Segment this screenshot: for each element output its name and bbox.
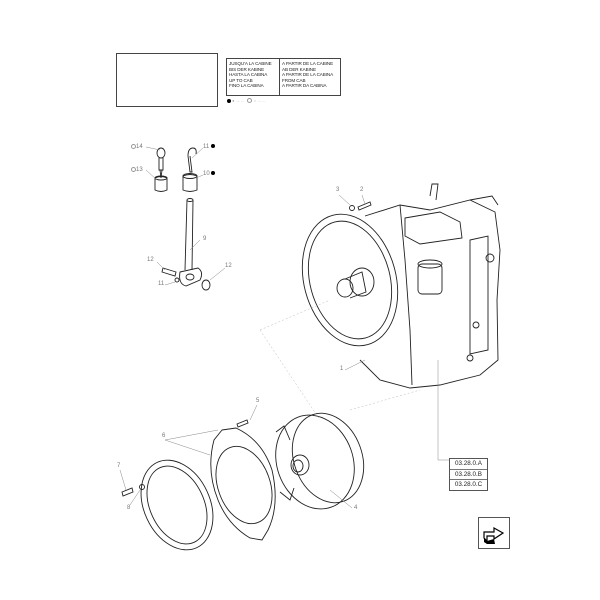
callout-10: 10 — [203, 171, 216, 177]
callout-6: 6 — [162, 433, 166, 439]
legend-line: A PARTIR DA CABINA — [282, 83, 327, 89]
legend-line: A PARTIR DE LA CABINE — [282, 61, 334, 66]
callout-3: 3 — [336, 187, 340, 193]
legend-line: JUSQU'A LA CABINE — [229, 61, 272, 66]
nut-3 — [349, 205, 355, 211]
legend-line: FROM CAB — [282, 77, 306, 83]
callout-9: 9 — [203, 236, 207, 242]
callout-4: 4 — [354, 505, 358, 511]
dipstick-with-ring — [156, 147, 166, 179]
thumbnail-view — [116, 53, 218, 107]
bolt-2 — [357, 201, 372, 211]
hollow-dot-icon — [247, 98, 253, 104]
legend-line: BIS DER KABINE — [229, 66, 265, 72]
callout-2: 2 — [360, 187, 364, 193]
legend-before-cab: JUSQU'A LA CABINE BIS DER KABINE HASTA L… — [226, 58, 282, 96]
hollow-dot-icon — [131, 144, 136, 149]
bolt-5 — [236, 419, 249, 428]
bolt-7 — [121, 487, 134, 497]
reference-link-c[interactable]: 03.28.0.C — [454, 481, 483, 488]
transmission-housing — [301, 183, 501, 389]
legend-line: A PARTIR DE LA CABINA — [282, 72, 334, 78]
applicability-serials: ● → ... ○ → ... — [227, 98, 266, 104]
callout-12-bolt: 12 — [147, 257, 154, 263]
filled-dot-icon — [227, 98, 231, 103]
callout-13: 13 — [131, 167, 143, 173]
callout-5: 5 — [256, 398, 260, 404]
reference-link-b[interactable]: 03.28.0.B — [450, 470, 487, 480]
legend-line: AB DER KABINE — [282, 66, 316, 72]
next-page-button[interactable] — [478, 517, 510, 549]
next-page-arrow-icon — [483, 526, 505, 544]
callout-11-top: 11 — [203, 144, 215, 150]
bolt-and-washer — [161, 267, 180, 283]
callout-14: 14 — [131, 144, 143, 150]
reference-table: 03.28.0.A 03.28.0.B 03.28.0.C — [449, 458, 488, 491]
serial-from-cab: ○ → ... — [253, 98, 266, 103]
legend-line: UP TO CAB — [229, 77, 253, 83]
legend-line: HASTA LA CABINA — [229, 72, 268, 78]
reference-link-a[interactable]: 03.28.0.A — [450, 459, 487, 470]
hollow-dot-icon — [131, 167, 136, 172]
filler-tube — [179, 198, 203, 287]
filled-dot-icon — [210, 144, 215, 149]
bushing-10 — [182, 173, 198, 192]
bushing-13 — [154, 175, 168, 192]
filled-dot-icon — [211, 171, 216, 176]
callout-11-washer: 11 — [158, 281, 165, 287]
callout-7: 7 — [117, 463, 121, 469]
dipstick-hook — [187, 147, 197, 173]
torque-converter — [275, 412, 365, 510]
washer-8 — [139, 484, 145, 490]
callout-1: 1 — [340, 366, 344, 372]
adapter-plate — [210, 427, 276, 541]
callout-12-oring: 12 — [225, 263, 232, 269]
legend-line: FINO LA CABINA — [229, 83, 264, 89]
callout-8: 8 — [127, 505, 131, 511]
legend-from-cab: A PARTIR DE LA CABINE AB DER KABINE A PA… — [279, 58, 341, 96]
serial-before-cab: ● → ... — [232, 98, 245, 103]
o-ring — [201, 279, 211, 291]
gasket — [140, 459, 214, 551]
